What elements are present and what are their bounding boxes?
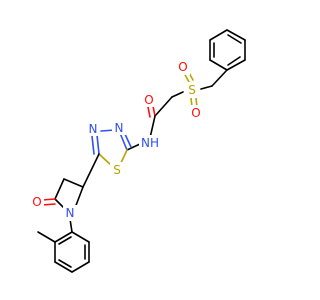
bond-carbonyl-a <box>152 105 156 117</box>
bond-n1-c5 <box>74 186 84 209</box>
bond-tolyl-1 <box>71 231 90 243</box>
thiadiazole-n1-label: N <box>115 121 124 135</box>
bond-carbonyl-b <box>147 106 151 118</box>
bond-c5-s <box>98 153 113 167</box>
atom-lactam-o: O <box>30 195 44 210</box>
bond-carbonyl-c-n <box>149 115 156 139</box>
bond-ring-ch2 <box>211 69 228 87</box>
bond-lactam-co-b <box>41 203 56 206</box>
bond-n4-c5-b <box>91 135 95 155</box>
bond-benzene-3 <box>226 59 246 71</box>
atom-sulfonyl-o1: O <box>176 60 190 75</box>
atom-sulfonyl-o2: O <box>189 105 203 120</box>
atom-thiadiazole-s: S <box>110 162 124 178</box>
amide-o-label: O <box>144 93 153 107</box>
pyrrolidine-n-label: N <box>66 206 75 220</box>
bond-c2-n3-a <box>119 132 128 151</box>
sulfonyl-o1-label: O <box>178 60 187 74</box>
atom-thiadiazole-n2: N <box>86 121 100 136</box>
bond-n-aryl <box>69 218 73 233</box>
bond-c4-c3 <box>63 178 84 188</box>
atom-amide-nh: NH <box>139 135 161 151</box>
bond-c5-pyrrolidine <box>82 153 100 188</box>
bond-methyl <box>37 231 56 243</box>
sulfonyl-s-label: S <box>188 83 196 97</box>
atom-thiadiazole-n1: N <box>112 120 126 135</box>
molecule-structure-diagram: S O O O NH N N S <box>30 29 246 273</box>
bond-tolyl-3 <box>71 261 90 273</box>
bond-n4-c5-a <box>96 134 100 155</box>
bond-lactam-co-a <box>41 198 56 201</box>
bond-tolyl-4 <box>54 261 73 273</box>
atom-amide-o: O <box>142 92 156 107</box>
atom-labels: S O O O NH N N S <box>30 60 203 221</box>
bond-benzene-4 <box>209 59 228 71</box>
bond-tolyl-inner-3 <box>58 236 72 245</box>
bond-tolyl-6 <box>54 231 73 243</box>
thiadiazole-n2-label: N <box>89 122 98 136</box>
bond-ch2-s <box>200 85 213 90</box>
lactam-o-label: O <box>32 195 41 209</box>
atom-sulfonyl-s: S <box>185 82 199 98</box>
bond-ch2-ch2 <box>154 96 173 117</box>
bond-tolyl-inner-2 <box>58 259 72 268</box>
bond-benzene-1 <box>226 29 246 41</box>
amide-nh-label: NH <box>141 136 159 150</box>
bond-benzene-inner-2 <box>227 56 241 66</box>
bond-nh-thiadiazole <box>126 143 141 151</box>
bond-c3-c2 <box>54 178 65 200</box>
sulfonyl-o2-label: O <box>191 106 200 120</box>
atom-pyrrolidine-n: N <box>63 205 77 221</box>
thiadiazole-s-label: S <box>113 163 121 177</box>
bond-s-ch2 <box>171 91 184 98</box>
bond-benzene-inner-1 <box>227 34 242 44</box>
bond-benzene-6 <box>209 29 228 41</box>
